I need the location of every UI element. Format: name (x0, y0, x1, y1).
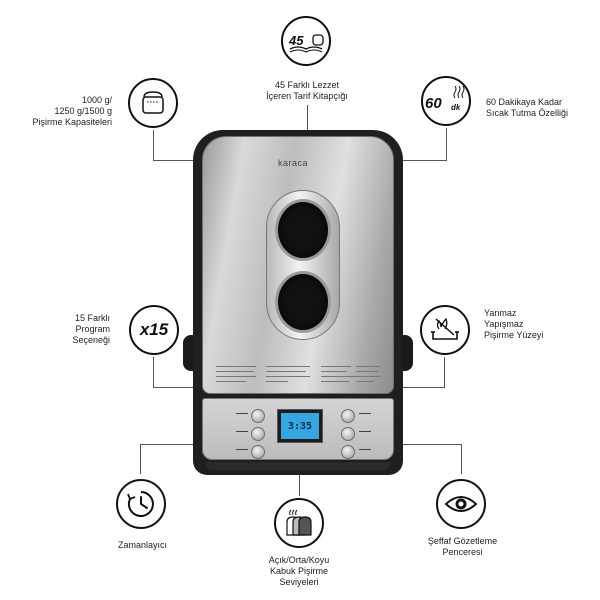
feature-keepwarm-text: 60 Dakikaya Kadar Sıcak Tutma Özelliği (486, 97, 569, 118)
keep-warm-number: 60 (425, 95, 442, 112)
viewing-window (266, 190, 340, 340)
nonstick-icon (420, 305, 470, 355)
feature-programs-text: 15 Farklı Program Seçeneği (72, 313, 110, 345)
window-bottom-porthole (275, 271, 331, 333)
recipe-count-number: 45 (288, 33, 304, 48)
lcd-display: 3:35 (277, 409, 323, 443)
connector-recipes (307, 105, 308, 131)
panel-button-left-3[interactable] (251, 445, 265, 459)
panel-button-left-1[interactable] (251, 409, 265, 423)
feature-timer-text: Zamanlayıcı (117, 540, 168, 550)
panel-label-left-1 (236, 413, 248, 414)
crust-icon (274, 498, 324, 548)
connector-timer-v (140, 444, 141, 474)
feature-nonstick-text: Yanmaz Yapışmaz Pişirme Yüzeyi (484, 308, 544, 340)
panel-label-left-2 (236, 431, 248, 432)
panel-label-left-3 (236, 449, 248, 450)
connector-crust (299, 466, 300, 496)
connector-window-h (390, 444, 462, 445)
program-list (216, 366, 381, 388)
feature-window-text: Şeffaf Gözetleme Penceresi (427, 536, 498, 557)
connector-window-v (461, 444, 462, 474)
feature-capacity-text: 1000 g/ 1250 g/1500 g Pişirme Kapasitele… (32, 95, 112, 127)
timer-icon (116, 479, 166, 529)
keep-warm-unit: dk (451, 103, 461, 112)
connector-capacity-v (153, 130, 154, 160)
panel-button-right-3[interactable] (341, 445, 355, 459)
panel-label-right-1 (359, 413, 371, 414)
program-count-icon: x15 (129, 305, 179, 355)
recipe-book-icon: 45 (281, 16, 331, 66)
control-panel: 3:35 (202, 398, 394, 460)
panel-label-right-2 (359, 431, 371, 432)
brand-logo: karaca (278, 158, 309, 168)
bread-machine: karaca (183, 130, 413, 475)
machine-base (205, 462, 391, 470)
eye-icon (436, 479, 486, 529)
window-top-porthole (275, 199, 331, 261)
connector-nonstick-v (444, 357, 445, 387)
lcd-screen: 3:35 (281, 413, 319, 439)
connector-programs-v (153, 357, 154, 387)
feature-crust-text: Açık/Orta/Koyu Kabuk Pişirme Seviyeleri (268, 555, 330, 587)
panel-button-right-2[interactable] (341, 427, 355, 441)
connector-nonstick-h (396, 387, 445, 388)
connector-keepwarm-h (402, 160, 447, 161)
panel-button-right-1[interactable] (341, 409, 355, 423)
connector-programs-h (153, 387, 205, 388)
connector-capacity-h (153, 160, 198, 161)
lcd-time: 3:35 (287, 420, 313, 432)
program-count-badge: x15 (139, 320, 169, 339)
connector-timer-h (140, 444, 230, 445)
feature-recipes-text: 45 Farklı Lezzet İçeren Tarif Kitapçığı (266, 80, 348, 101)
keep-warm-icon: 60 dk (421, 76, 471, 126)
bread-pan-icon (128, 78, 178, 128)
panel-button-left-2[interactable] (251, 427, 265, 441)
connector-keepwarm-v (446, 128, 447, 160)
panel-label-right-3 (359, 449, 371, 450)
